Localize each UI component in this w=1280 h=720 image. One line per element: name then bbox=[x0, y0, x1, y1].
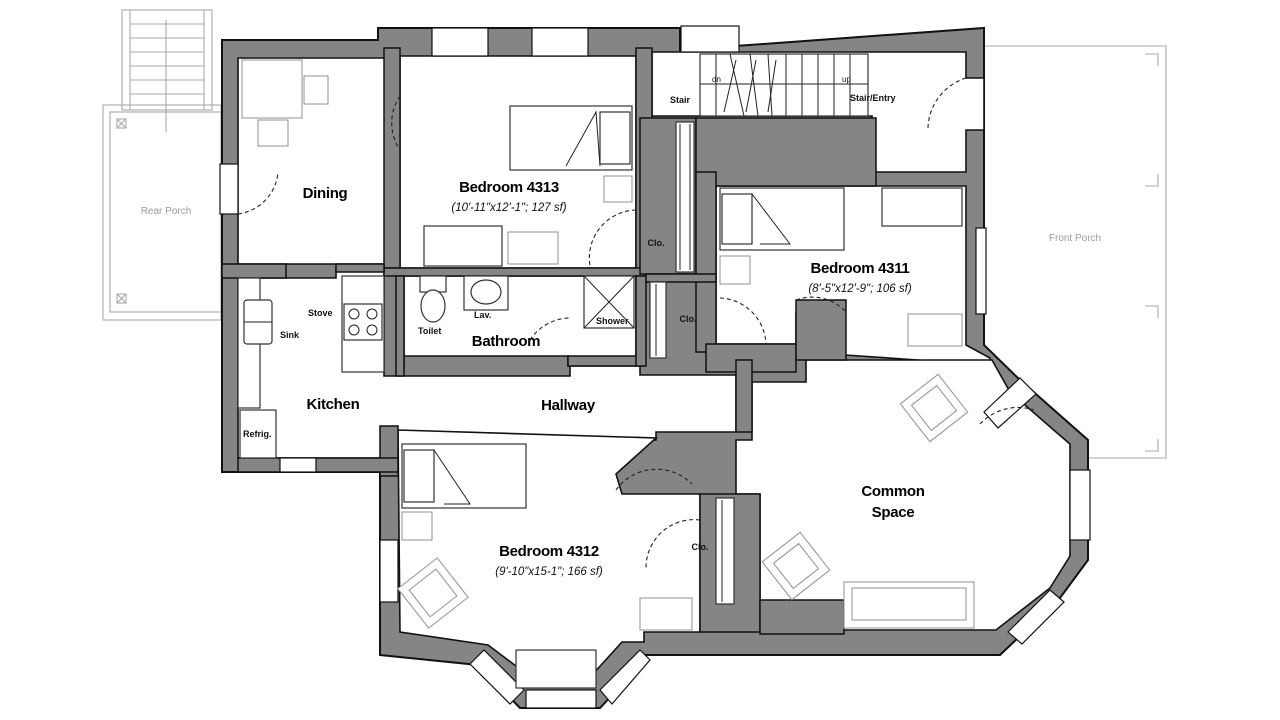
bathroom-label: Bathroom bbox=[472, 333, 540, 350]
bedroom-4311-dims: (8'-5"x12'-9"; 106 sf) bbox=[808, 283, 911, 295]
windows bbox=[219, 25, 1091, 709]
bedroom-4311-label: Bedroom 4311 bbox=[811, 260, 910, 277]
interior-walls bbox=[221, 47, 877, 635]
rear-stair bbox=[121, 9, 213, 132]
bedroom-4313-label: Bedroom 4313 bbox=[459, 179, 559, 196]
stair-entry-label: Stair/Entry bbox=[850, 93, 896, 103]
bedroom-4313-furniture bbox=[423, 105, 633, 267]
closets: Clo. Clo. Clo. bbox=[648, 121, 735, 605]
hallway-label: Hallway bbox=[541, 397, 596, 414]
bedroom-4311-furniture bbox=[719, 187, 963, 347]
bedroom-4312-dims: (9'-10"x15-1"; 166 sf) bbox=[495, 566, 603, 578]
common-space-label-line2: Space bbox=[872, 504, 915, 521]
closet-label-4312: Clo. bbox=[692, 542, 709, 552]
front-porch: Front Porch bbox=[985, 45, 1167, 459]
bedroom-4312-label: Bedroom 4312 bbox=[499, 543, 599, 560]
stair-label: Stair bbox=[670, 95, 691, 105]
rear-porch: Rear Porch bbox=[102, 104, 222, 321]
shower-label: Shower bbox=[596, 316, 629, 326]
refrig-label: Refrig. bbox=[243, 429, 272, 439]
common-space-label-line1: Common bbox=[861, 483, 924, 500]
rear-porch-label: Rear Porch bbox=[141, 206, 192, 217]
dining-furniture bbox=[241, 59, 329, 147]
bedroom-4313-dims: (10'-11"x12'-1"; 127 sf) bbox=[451, 202, 566, 214]
bedroom-4312-furniture bbox=[397, 443, 693, 689]
front-porch-label: Front Porch bbox=[1049, 233, 1101, 244]
bathroom-fixtures: Toilet Lav. Shower bbox=[418, 275, 635, 336]
kitchen-fixtures: Sink Stove Refrig. bbox=[237, 275, 385, 459]
closet-label-4313: Clo. bbox=[648, 238, 665, 248]
dining-label: Dining bbox=[303, 185, 348, 202]
closet-label-4311: Clo. bbox=[680, 314, 697, 324]
stove-label: Stove bbox=[308, 308, 333, 318]
stair-down-label: dn bbox=[712, 75, 721, 84]
common-space-furniture bbox=[761, 373, 975, 629]
lav-label: Lav. bbox=[474, 310, 491, 320]
toilet-label: Toilet bbox=[418, 326, 441, 336]
sink-label: Sink bbox=[280, 330, 300, 340]
stair-up-label: up bbox=[842, 75, 851, 84]
main-stair: dn up Stair Stair/Entry bbox=[670, 53, 896, 117]
room-labels: Dining Bedroom 4313 (10'-11"x12'-1"; 127… bbox=[303, 179, 925, 578]
kitchen-label: Kitchen bbox=[307, 396, 360, 413]
doors bbox=[237, 77, 1035, 569]
